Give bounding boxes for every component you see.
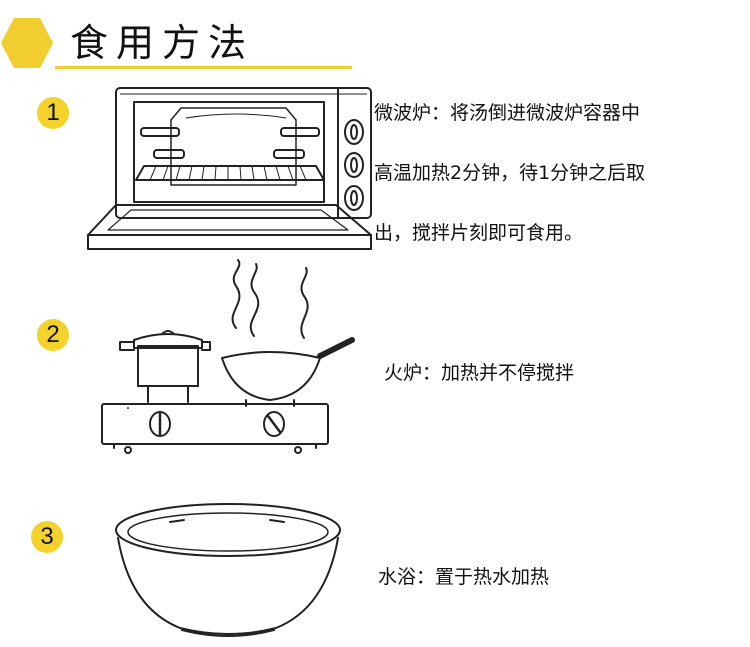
step-number: 3 [40, 523, 54, 550]
page-title: 食用方法 [70, 21, 255, 65]
step-description-2: 火炉：加热并不停搅拌 [384, 362, 575, 384]
step-number: 1 [46, 99, 60, 126]
description-line: 出，搅拌片刻即可食用。 [374, 222, 584, 244]
step-number: 2 [46, 321, 60, 348]
step-badge-2: 2 [36, 318, 70, 352]
microwave-icon [87, 87, 372, 250]
stove-icon [101, 259, 355, 454]
step-badge-1: 1 [36, 96, 70, 130]
bowl-icon [115, 503, 341, 637]
section-header: 食用方法 [0, 0, 750, 72]
badge-circle-icon [37, 97, 69, 129]
description-line: 微波炉：将汤倒进微波炉容器中 [374, 102, 641, 124]
title-underline [55, 66, 352, 69]
badge-circle-icon [37, 319, 69, 351]
description-line: 高温加热2分钟，待1分钟之后取 [374, 162, 646, 184]
step-badge-3: 3 [30, 520, 64, 554]
step-description-3: 水浴：置于热水加热 [378, 566, 550, 588]
step-description-1: 微波炉：将汤倒进微波炉容器中 高温加热2分钟，待1分钟之后取 出，搅拌片刻即可食… [374, 83, 746, 263]
hexagon-icon [1, 18, 53, 68]
badge-circle-icon [31, 521, 63, 553]
